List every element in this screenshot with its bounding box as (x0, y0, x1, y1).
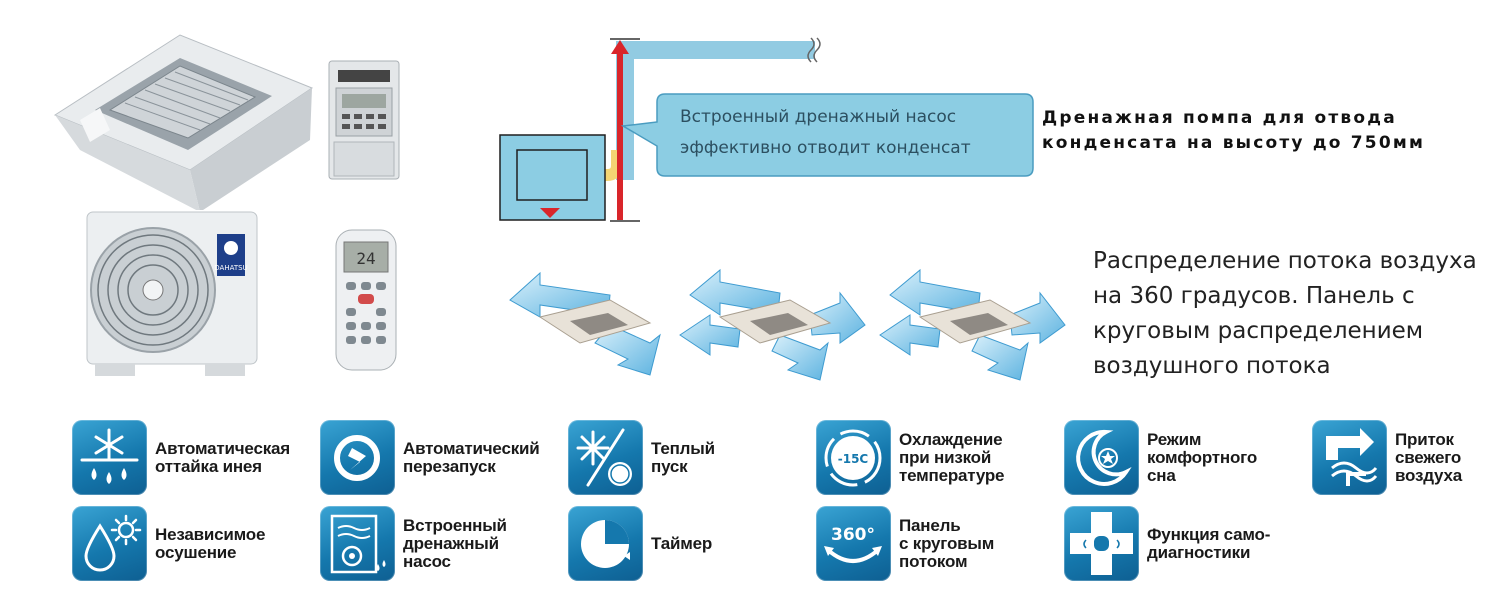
feature-label-line: дренажный (403, 533, 499, 553)
feature-low-temp-cooling: -15C Охлаждение при низкой температуре (816, 420, 1005, 495)
feature-label-line: при низкой (899, 447, 992, 467)
feature-label-line: Автоматическая (155, 438, 290, 458)
airflow-caption-line: воздушного потока (1093, 353, 1331, 379)
pump-bubble-text: Встроенный дренажный насос эффективно от… (680, 102, 1020, 164)
bubble-line: Встроенный дренажный насос (680, 107, 957, 127)
feature-label: Автоматический перезапуск (403, 438, 540, 476)
airflow-caption-line: на 360 градусов. Панель с (1093, 283, 1415, 309)
feature-label-line: Функция само- (1147, 524, 1271, 544)
bubble-line: эффективно отводит конденсат (680, 138, 971, 158)
feature-label-line: оттайка инея (155, 456, 262, 476)
feature-label-line: пуск (651, 456, 688, 476)
feature-label: Независимое осушение (155, 524, 266, 562)
self-diagnostics-icon (1064, 506, 1139, 581)
snowflake-thermometer-icon (568, 420, 643, 495)
feature-drain-pump: Встроенный дренажный насос (320, 506, 507, 581)
cassette-indoor-unit (53, 34, 314, 210)
remote-control: 24 (335, 229, 397, 371)
feature-label: Режим комфортного сна (1147, 429, 1258, 485)
feature-label: Таймер (651, 533, 713, 553)
feature-label-line: перезапуск (403, 456, 496, 476)
feature-label: Охлаждение при низкой температуре (899, 429, 1005, 485)
feature-timer: Таймер (568, 506, 712, 581)
panel-360-icon: 360° (816, 506, 891, 581)
feature-label-line: Встроенный (403, 515, 507, 535)
feature-360-panel: 360° Панель с круговым потоком (816, 506, 994, 581)
airflow-panel-3 (879, 268, 1066, 381)
feature-label-line: Таймер (651, 533, 713, 553)
feature-sleep-mode: Режим комфортного сна (1064, 420, 1257, 495)
feature-label: Встроенный дренажный насос (403, 515, 507, 571)
svg-text:-15C: -15C (838, 452, 869, 466)
power-restart-icon (320, 420, 395, 495)
feature-label-line: Независимое (155, 524, 266, 544)
feature-fresh-air: Приток свежего воздуха (1312, 420, 1462, 495)
feature-label-line: комфортного (1147, 447, 1258, 467)
feature-label-line: температуре (899, 465, 1005, 485)
timer-icon (568, 506, 643, 581)
drop-sun-icon (72, 506, 147, 581)
airflow-panel-1 (509, 271, 661, 376)
feature-label-line: осушение (155, 542, 237, 562)
feature-label-line: потоком (899, 551, 968, 571)
drain-pump-icon (320, 506, 395, 581)
feature-label-line: Режим (1147, 429, 1202, 449)
feature-auto-restart: Автоматический перезапуск (320, 420, 540, 495)
feature-warm-start: Теплый пуск (568, 420, 715, 495)
pump-caption-line: Дренажная помпа для отвода (1042, 108, 1397, 128)
low-temp-cooling-icon: -15C (816, 420, 891, 495)
pump-caption: Дренажная помпа для отвода конденсата на … (1042, 106, 1425, 156)
feature-label: Теплый пуск (651, 438, 715, 476)
airflow-panel-2 (679, 268, 866, 381)
feature-label-line: Панель (899, 515, 961, 535)
feature-label-line: воздуха (1395, 465, 1463, 485)
feature-label: Панель с круговым потоком (899, 515, 995, 571)
feature-label-line: Охлаждение (899, 429, 1003, 449)
moon-star-icon (1064, 420, 1139, 495)
feature-label-line: насос (403, 551, 451, 571)
airflow-caption: Распределение потока воздуха на 360 град… (1093, 244, 1493, 384)
airflow-caption-line: Распределение потока воздуха (1093, 248, 1477, 274)
feature-self-diagnostics: Функция само- диагностики (1064, 506, 1270, 581)
wired-controller (328, 60, 400, 180)
feature-label-line: Приток (1395, 429, 1454, 449)
feature-label: Автоматическая оттайка инея (155, 438, 290, 476)
svg-text:DAHATSU: DAHATSU (214, 264, 247, 272)
airflow-caption-line: круговым распределением (1093, 318, 1424, 344)
airflow-illustrations (509, 268, 1066, 381)
feature-label-line: Автоматический (403, 438, 540, 458)
feature-label-line: сна (1147, 465, 1176, 485)
feature-label: Приток свежего воздуха (1395, 429, 1463, 485)
feature-label-line: с круговым (899, 533, 995, 553)
feature-label-line: Теплый (651, 438, 715, 458)
svg-text:360°: 360° (831, 525, 875, 545)
feature-dehumidify: Независимое осушение (72, 506, 265, 581)
drain-pump-diagram (499, 37, 1034, 222)
feature-label: Функция само- диагностики (1147, 524, 1271, 562)
pump-caption-line: конденсата на высоту до 750мм (1042, 133, 1426, 153)
feature-label-line: диагностики (1147, 542, 1251, 562)
outdoor-unit: DAHATSU (86, 211, 258, 376)
svg-text:24: 24 (356, 249, 375, 268)
snowflake-drops-icon (72, 420, 147, 495)
feature-label-line: свежего (1395, 447, 1462, 467)
feature-auto-defrost: Автоматическая оттайка инея (72, 420, 290, 495)
fresh-air-icon (1312, 420, 1387, 495)
